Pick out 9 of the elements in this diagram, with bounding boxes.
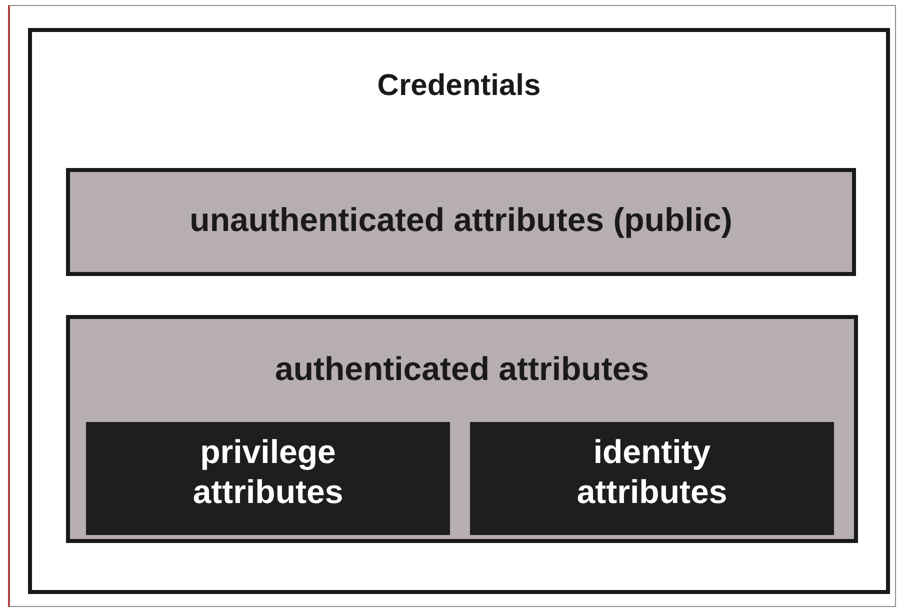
- attribute-block: [86, 422, 450, 535]
- attribute-group-box: [66, 315, 858, 543]
- attribute-block: [470, 422, 834, 535]
- node-label: privilege attributes: [192, 432, 344, 512]
- node-label: authenticated attributes: [274, 349, 650, 389]
- node-label: Credentials: [377, 68, 541, 104]
- node-label: unauthenticated attributes (public): [190, 200, 732, 240]
- node-label: identity attributes: [576, 432, 728, 512]
- attribute-band: [66, 168, 856, 276]
